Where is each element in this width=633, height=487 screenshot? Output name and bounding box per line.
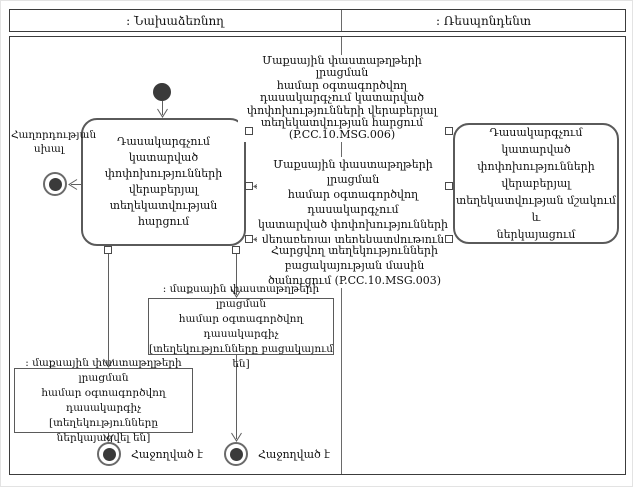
- activity-text-line: փոփոխությունների վերաբերյալ: [104, 167, 223, 196]
- final-node-communication-error: [43, 172, 67, 196]
- object-node-info-presented: : մաքսային փաստաթղթերի լրացման համար օգտ…: [14, 357, 193, 444]
- activity-text-line: տեղեկատվության մշակում և: [455, 194, 617, 224]
- activity-text-line: տեղեկատվության հարցում: [109, 199, 218, 228]
- activity-text-line: ներկայացում: [496, 228, 576, 241]
- pin: [104, 246, 112, 254]
- success-label-left: Հաջողված է: [131, 448, 203, 461]
- final-node-core: [229, 447, 243, 461]
- swimlane-header-row: [9, 9, 626, 32]
- activity-process-info: Դասակարգչում կատարված փոփոխությունների վ…: [453, 123, 619, 244]
- activity-text-line: Դասակարգչում կատարված: [117, 135, 210, 164]
- pin: [445, 235, 453, 243]
- pin: [445, 182, 453, 190]
- message-label-msg003: Հարցվող տեղեկությունների բացակայության մ…: [263, 243, 446, 288]
- communication-error-label: Հաղորդության սխալ: [11, 129, 97, 155]
- diagram-body-frame: [9, 36, 626, 475]
- activity-text-line: Դասակարգչում կատարված: [489, 126, 583, 156]
- pin: [245, 182, 253, 190]
- message-label-msg006: Մաքսային փաստաթղթերի լրացման համար օգտագ…: [238, 54, 446, 142]
- swimlane-header-divider: [341, 10, 342, 31]
- final-node-success-left: [97, 442, 121, 466]
- pin: [232, 246, 240, 254]
- initial-node: [153, 83, 171, 101]
- final-node-core: [48, 177, 62, 191]
- final-node-success-right: [224, 442, 248, 466]
- swimlane-header-right: : Ռեսպոնդենտ: [435, 13, 532, 28]
- pin: [245, 127, 253, 135]
- success-label-right: Հաջողված է: [258, 448, 330, 461]
- pin: [245, 235, 253, 243]
- swimlane-header-left: : Նախաձեռնող: [126, 13, 224, 28]
- final-node-core: [102, 447, 116, 461]
- activity-text-line: փոփոխությունների վերաբերյալ: [477, 160, 595, 190]
- activity-request-info: Դասակարգչում կատարված փոփոխությունների վ…: [81, 118, 246, 246]
- pin: [445, 127, 453, 135]
- object-node-info-missing: : մաքսային փաստաթղթերի լրացման համար օգտ…: [148, 282, 334, 370]
